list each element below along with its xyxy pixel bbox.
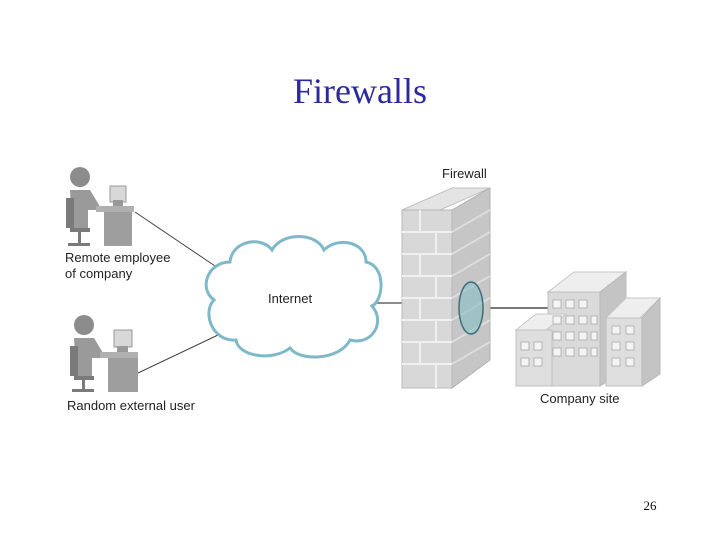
remote-employee-icon — [66, 167, 134, 246]
page-number: 26 — [643, 498, 657, 513]
internet-label: Internet — [268, 291, 313, 306]
remote-employee-link — [134, 211, 219, 269]
company-site-icon — [514, 270, 662, 387]
slide-title: Firewalls — [293, 71, 427, 111]
firewall-label: Firewall — [442, 166, 487, 181]
firewall-gateway-icon — [458, 281, 484, 335]
internet-cloud-icon — [204, 235, 383, 359]
company-site-label: Company site — [540, 391, 620, 406]
random-user-link — [137, 334, 219, 374]
firewall-wall-icon — [401, 187, 491, 389]
random-user-label: Random external user — [67, 398, 195, 413]
remote-employee-label-line1: Remote employee — [65, 250, 171, 265]
remote-employee-label-line2: of company — [65, 266, 133, 281]
random-user-icon — [70, 315, 138, 392]
